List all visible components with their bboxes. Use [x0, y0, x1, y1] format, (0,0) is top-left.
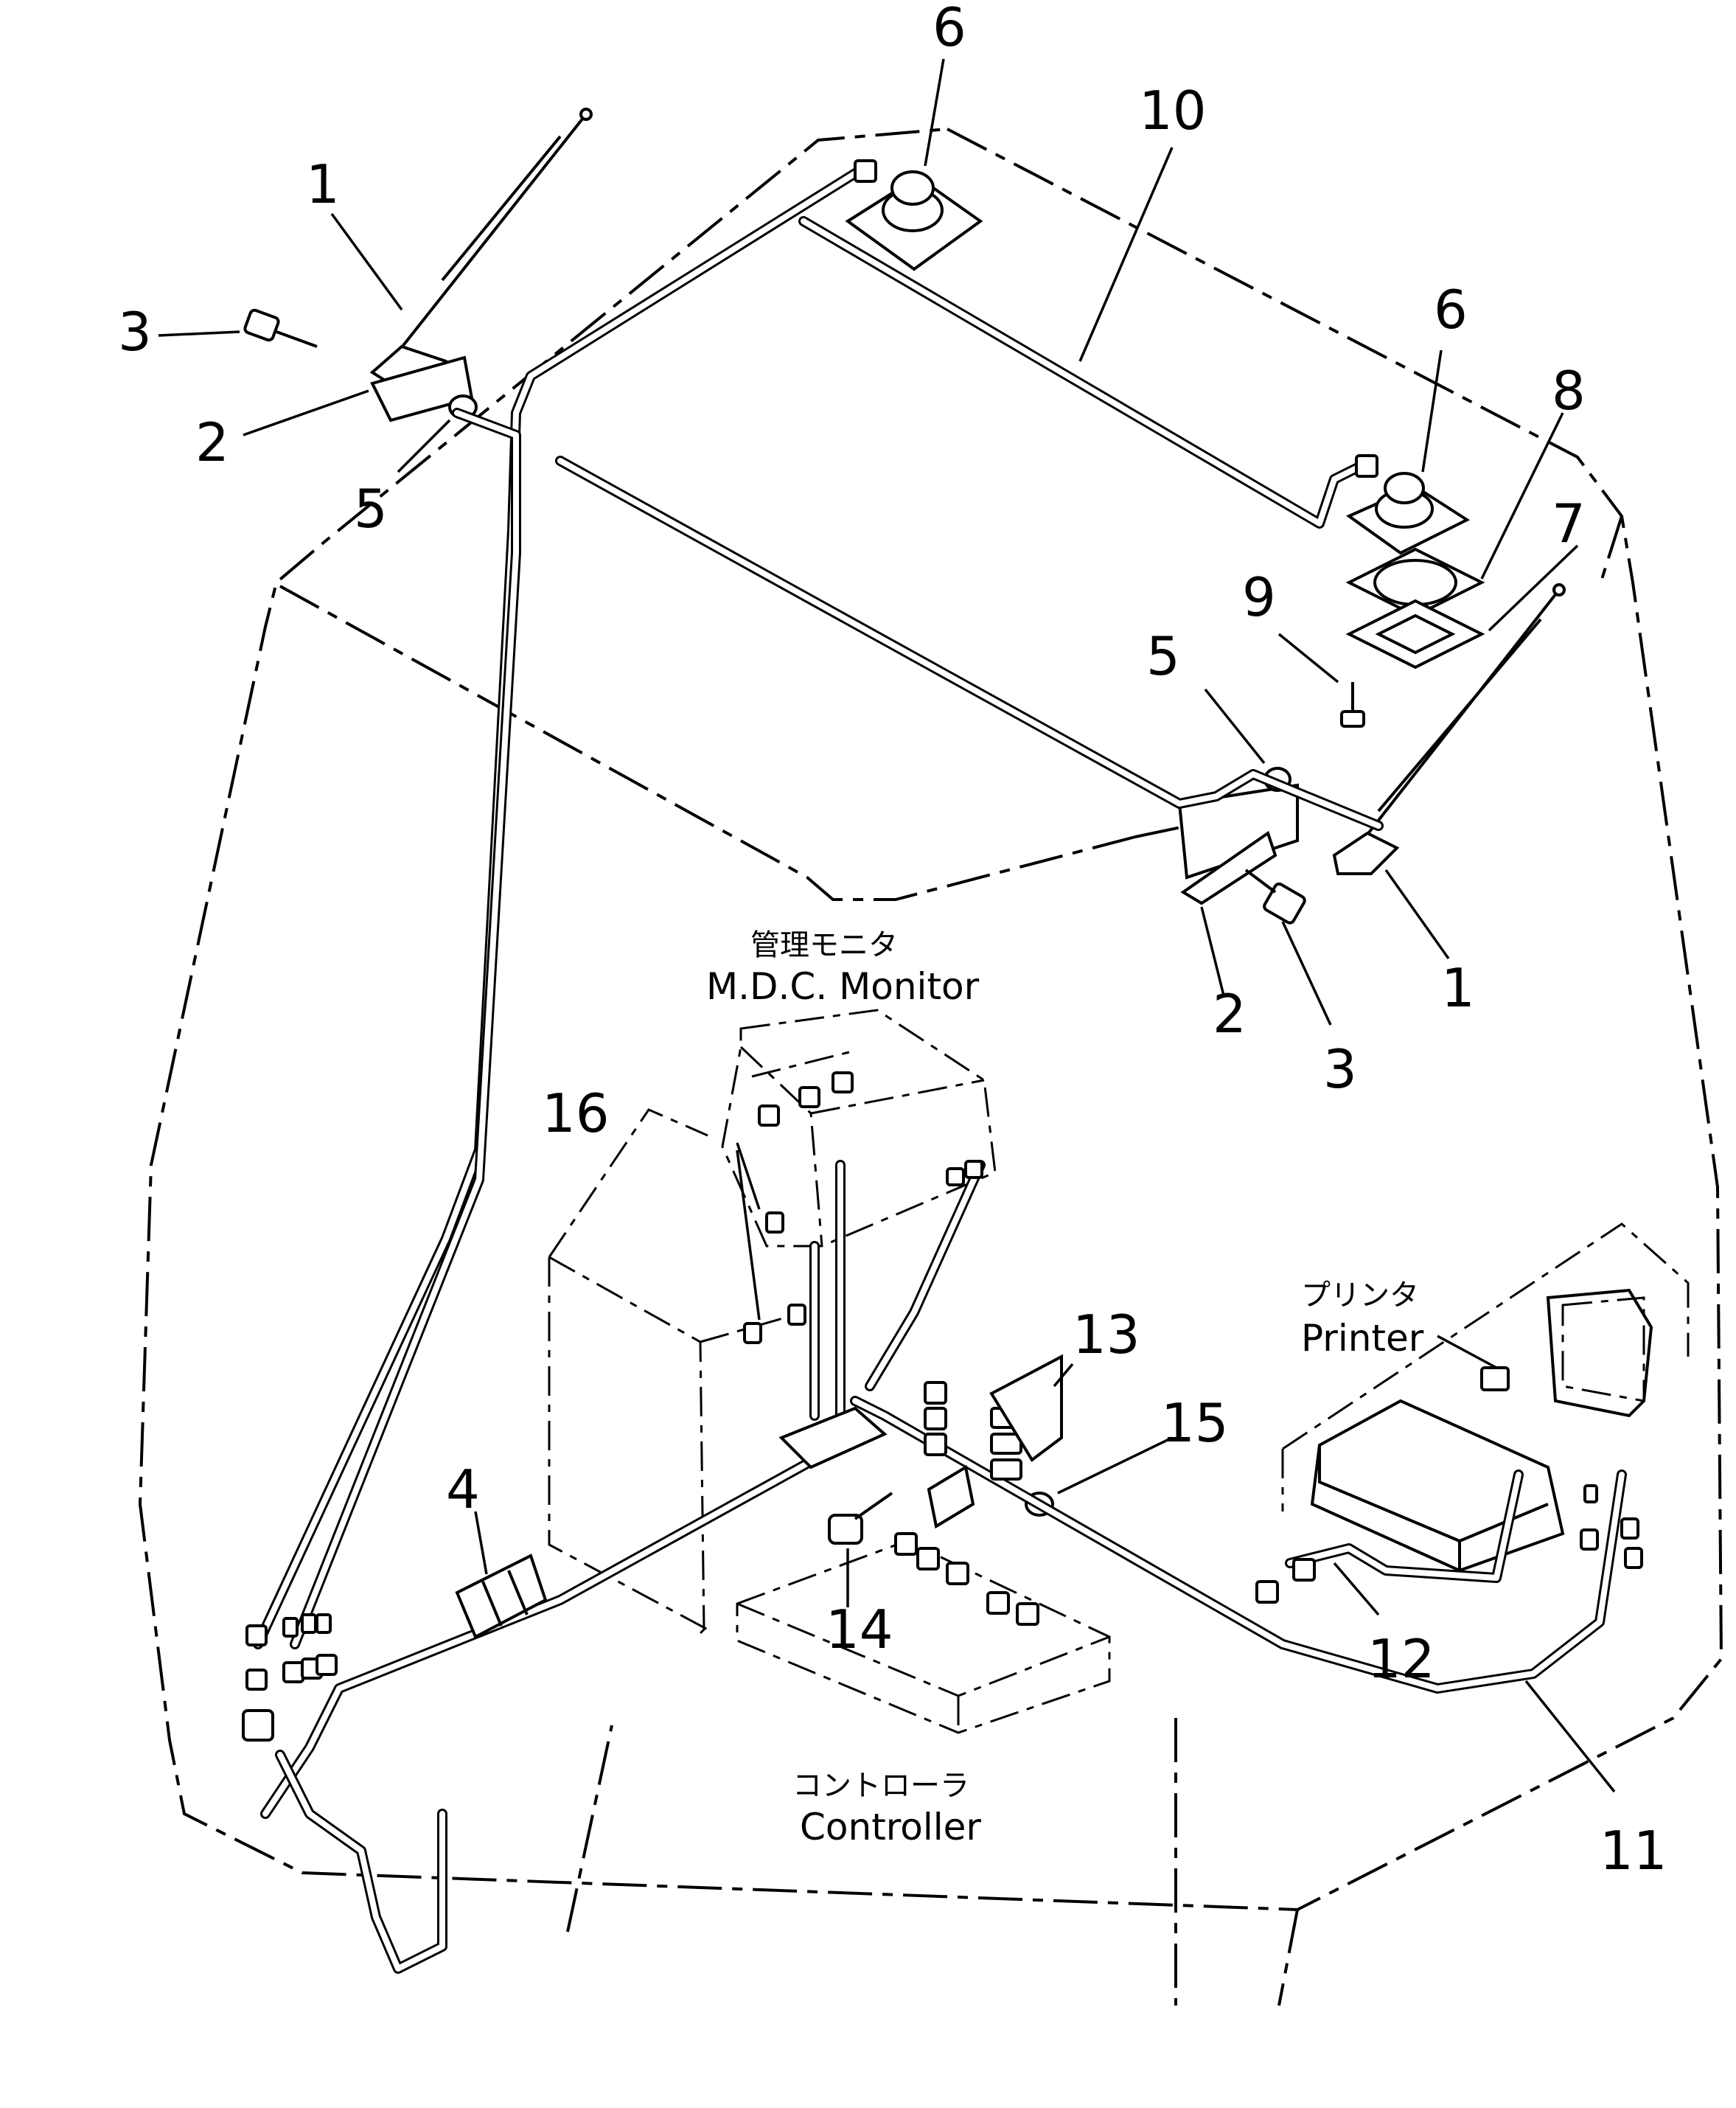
leader-lines	[158, 58, 1616, 1793]
component-labels: 管理モニタ M.D.C. Monitor プリンタ Printer コントローラ…	[706, 928, 1424, 1848]
callout-1-left: 1	[306, 153, 340, 215]
harness-plate	[778, 1406, 975, 1529]
callout-15: 15	[1161, 1392, 1229, 1454]
callout-labels: 1 1 2 2 3 3 4 5 5 6 6 7 8 9 10 11 12 13 …	[118, 0, 1667, 1882]
bolt-14	[828, 1492, 893, 1545]
callout-5-left: 5	[354, 478, 388, 540]
callout-14: 14	[826, 1599, 893, 1660]
bolt-right	[1244, 869, 1306, 925]
speaker-top	[845, 170, 983, 271]
callout-9: 9	[1242, 566, 1276, 628]
printer-label-en: Printer	[1301, 1317, 1424, 1360]
callout-2-right: 2	[1213, 983, 1247, 1045]
cab-outline	[138, 127, 1723, 2006]
monitor-enclosure	[721, 1009, 997, 1248]
callout-5-right: 5	[1146, 625, 1180, 687]
callout-4: 4	[446, 1458, 480, 1520]
callout-13: 13	[1073, 1304, 1140, 1366]
monitor-label-jp: 管理モニタ	[750, 928, 898, 962]
callout-6-right: 6	[1434, 279, 1468, 341]
gasket-8	[1345, 547, 1485, 618]
callout-6-top: 6	[933, 0, 966, 58]
grille-7	[1345, 599, 1485, 669]
callout-12: 12	[1367, 1628, 1435, 1690]
bolt-left	[243, 308, 318, 348]
wiring-harness	[253, 166, 1627, 1974]
controller-label-jp: コントローラ	[792, 1769, 969, 1803]
callout-11: 11	[1600, 1820, 1667, 1882]
antenna-right	[1332, 583, 1566, 875]
callout-3-right: 3	[1323, 1038, 1357, 1100]
seat-box	[548, 1108, 804, 1638]
callout-8: 8	[1552, 360, 1586, 422]
screw-9	[1340, 682, 1365, 728]
controller-label-en: Controller	[800, 1806, 981, 1848]
callout-2-left: 2	[195, 411, 229, 473]
callout-16: 16	[542, 1082, 610, 1144]
clamp-13	[989, 1354, 1063, 1462]
speaker-right	[1345, 472, 1471, 555]
clamp-4	[455, 1554, 548, 1639]
callout-7: 7	[1552, 493, 1586, 554]
monitor-label-en: M.D.C. Monitor	[706, 965, 980, 1008]
printer-label-jp: プリンタ	[1301, 1279, 1419, 1312]
callout-1-right: 1	[1441, 957, 1475, 1019]
connectors	[242, 159, 1643, 1742]
callout-3-left: 3	[118, 301, 152, 363]
callout-10: 10	[1139, 80, 1207, 142]
